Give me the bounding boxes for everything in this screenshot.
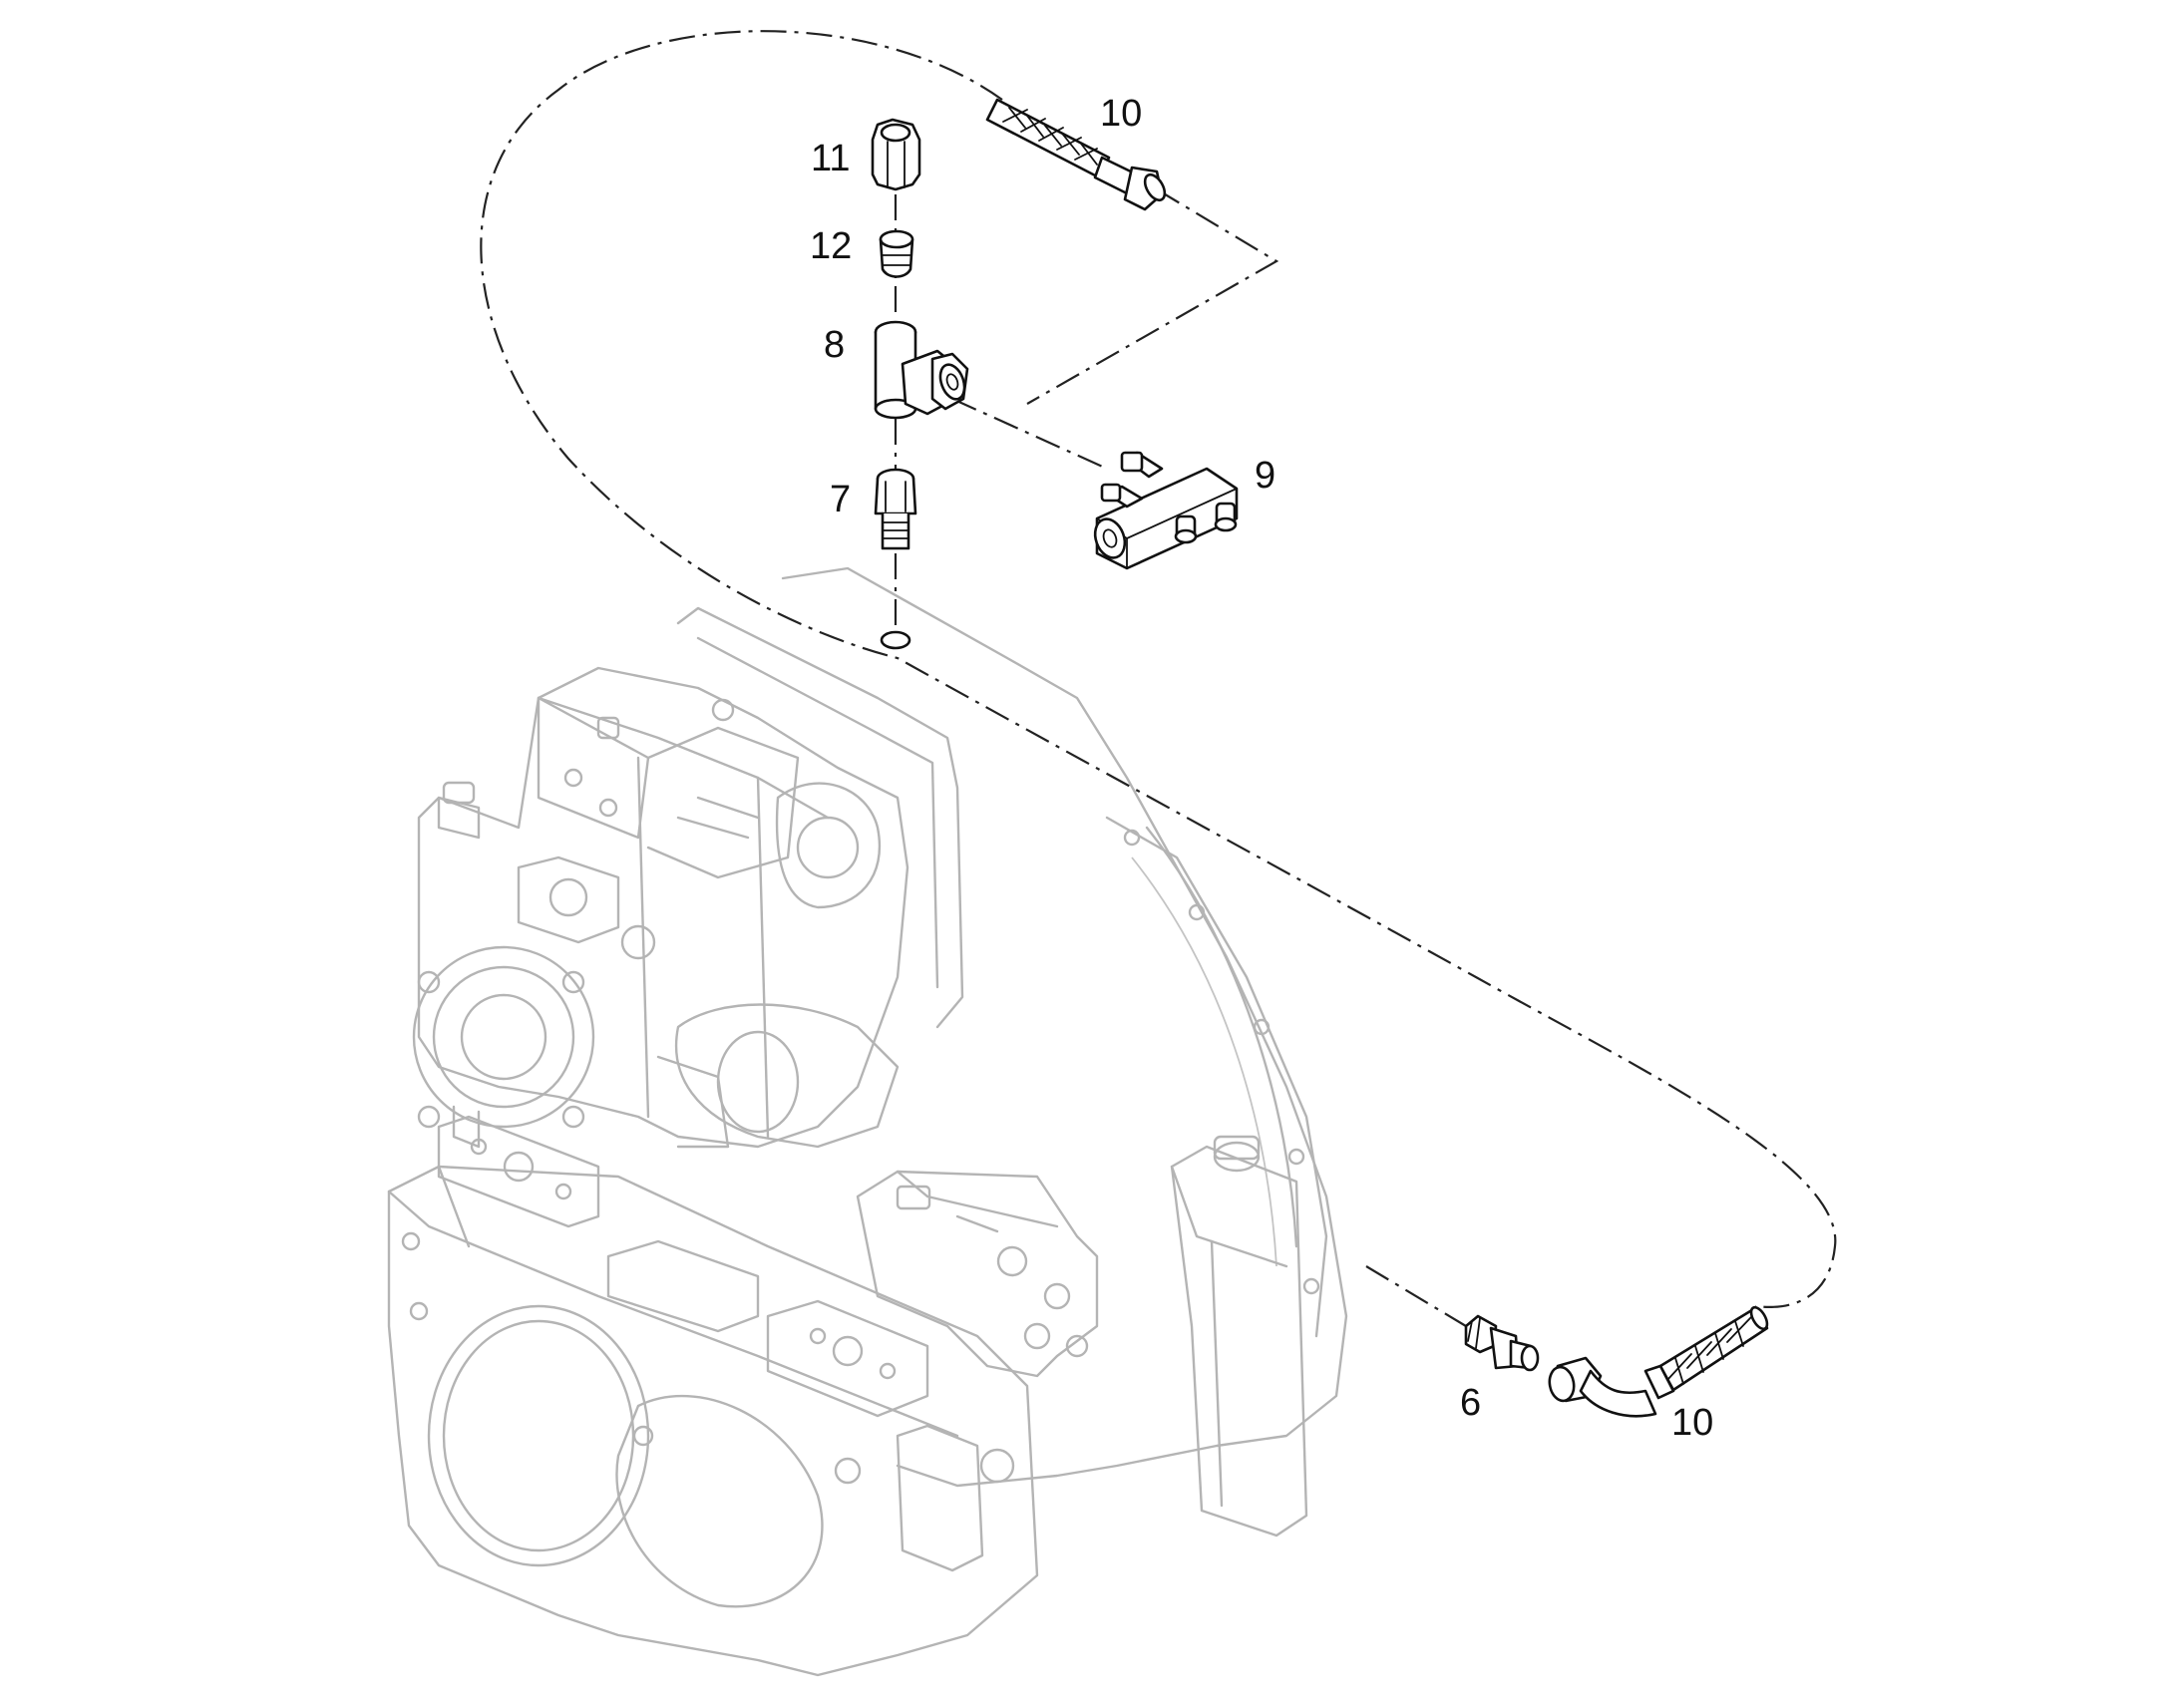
straight-adapter-icon xyxy=(1464,1314,1540,1372)
hex-nut-icon xyxy=(871,118,921,191)
hose-route-line xyxy=(480,30,1837,1308)
callout-10-bottom: 10 xyxy=(1671,1402,1714,1444)
lower-pump-housing xyxy=(387,1115,1039,1677)
callout-10-top: 10 xyxy=(1100,93,1143,135)
transmission-housing xyxy=(676,566,1348,1537)
mounting-port xyxy=(880,630,911,650)
braided-hose-icon xyxy=(985,98,1167,211)
routing-lines xyxy=(480,30,1837,1327)
callout-6: 6 xyxy=(1460,1382,1482,1424)
callout-12: 12 xyxy=(810,225,853,267)
callout-9: 9 xyxy=(1255,455,1276,497)
tee-fitting-icon xyxy=(874,320,969,420)
callout-7: 7 xyxy=(830,479,852,520)
distribution-block-icon xyxy=(1093,451,1239,570)
threaded-connector-icon xyxy=(874,468,917,550)
hydraulic-pump-assembly xyxy=(412,666,909,1149)
callout-8: 8 xyxy=(824,324,846,366)
braided-hose-icon xyxy=(1548,1305,1769,1418)
callout-11: 11 xyxy=(811,138,851,179)
plug-icon xyxy=(879,229,914,278)
valve-block xyxy=(856,1170,1099,1378)
